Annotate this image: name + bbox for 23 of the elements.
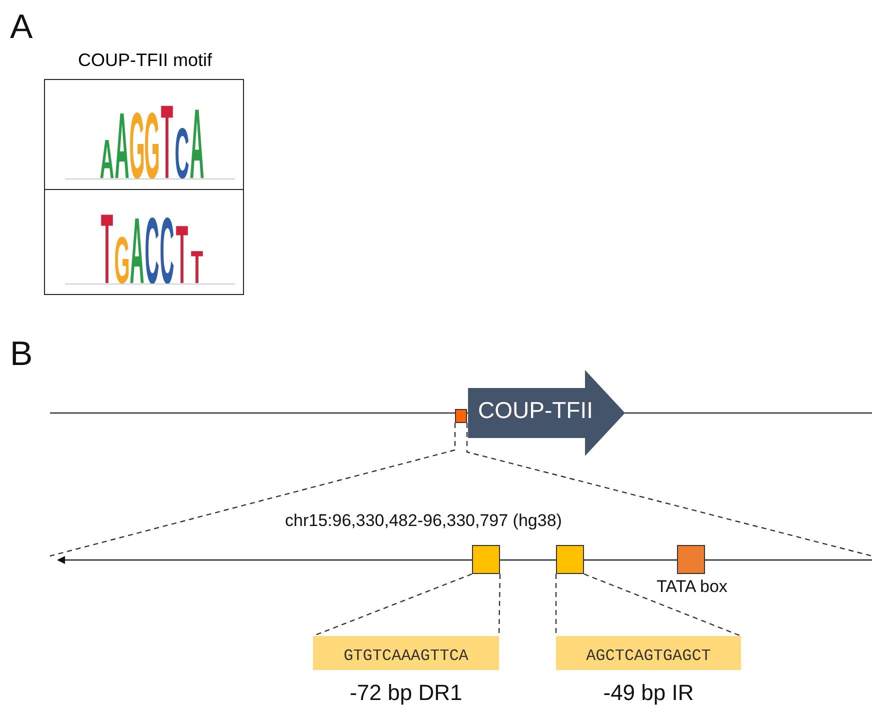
zoom-line [555,574,557,636]
zoom-line [50,423,456,557]
zoom-line [466,423,872,557]
tata-box [677,545,705,574]
sequence-box [556,636,741,670]
gene-arrow [468,370,625,456]
binding-site-box [556,545,584,574]
dna-sequence: AGCTCAGTGAGCT [585,647,712,665]
panel-letter: A [10,8,33,47]
promoter-box [455,409,467,423]
panel-letter: B [10,335,33,374]
panel-title: COUP-TFII motif [77,50,213,71]
site-label: -49 bp IR [602,680,695,706]
genomic-coordinates: chr15:96,330,482-96,330,797 (hg38) [285,511,562,531]
motif-plot-drawing: AAGGTCA [45,80,243,190]
element-label: TATA box [656,577,728,597]
zoom-line [584,573,742,637]
sequence-box [313,636,499,670]
dna-sequence: GTGTCAAAGTTCA [342,647,470,665]
motif-plot-drawing: TGACCTT [45,191,243,294]
gene-name: COUP-TFII [478,397,593,424]
site-label: -72 bp DR1 [348,680,464,706]
binding-site-box [472,545,500,574]
